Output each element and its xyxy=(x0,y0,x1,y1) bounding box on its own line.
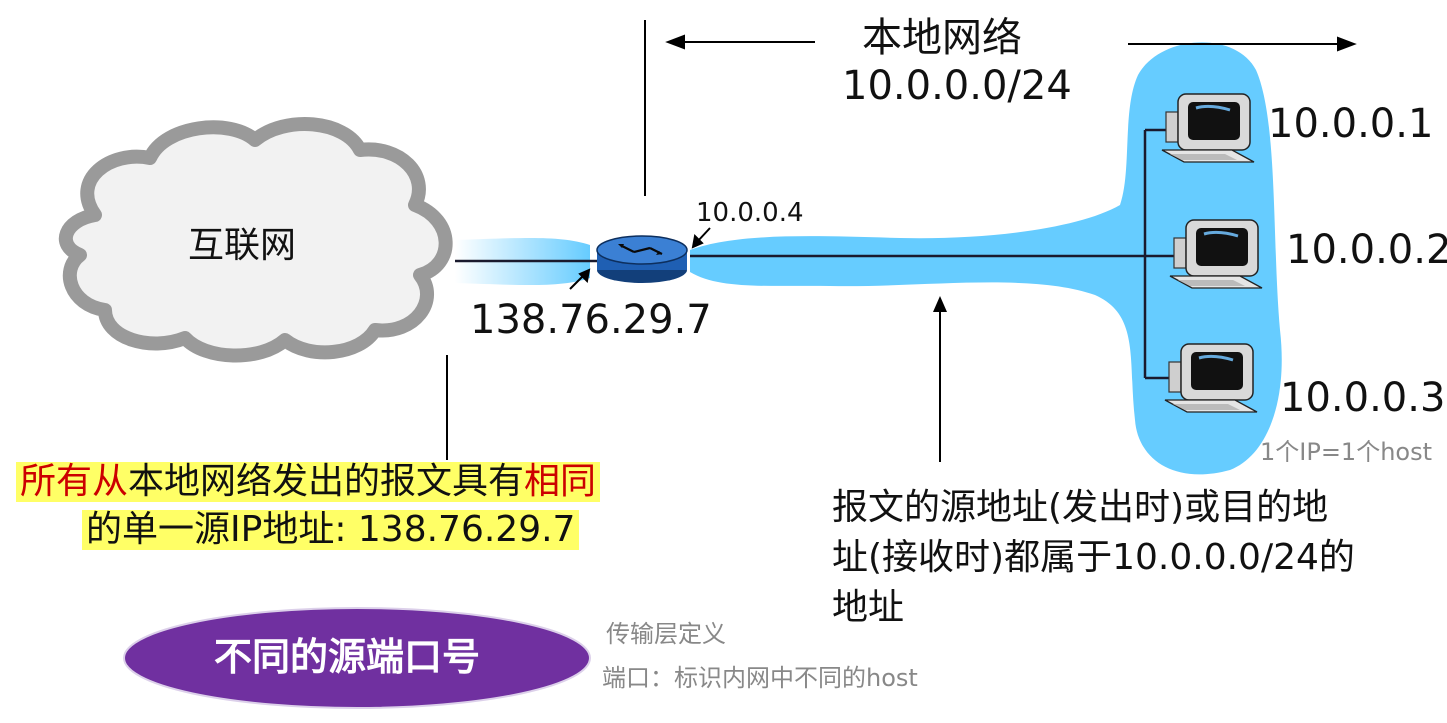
right-note-line1: 报文的源地址(发出时)或目的地 xyxy=(832,487,1329,528)
port-definition-note: 端口：标识内网中不同的host xyxy=(602,664,918,692)
router-icon xyxy=(596,235,688,283)
lan-title: 本地网络 xyxy=(862,15,1022,61)
right-note-line2: 址(接收时)都属于10.0.0.0/24的 xyxy=(832,537,1355,578)
left-note-emph-1: 所有从 xyxy=(20,461,129,502)
internet-cloud xyxy=(58,117,453,363)
host-ip-1: 10.0.0.1 xyxy=(1268,101,1434,147)
source-port-label: 不同的源端口号 xyxy=(214,635,481,679)
router-inner-ip: 10.0.0.4 xyxy=(696,198,804,228)
host-ip-3: 10.0.0.3 xyxy=(1280,375,1446,421)
internet-label: 互联网 xyxy=(188,225,297,266)
host-ip-2: 10.0.0.2 xyxy=(1286,227,1447,273)
right-note-line3: 地址 xyxy=(832,587,905,628)
left-note-mid: 本地网络发出的报文具有 xyxy=(128,461,525,502)
left-note-line1: 所有从本地网络发出的报文具有相同 xyxy=(16,461,601,502)
host-computer-3 xyxy=(1164,343,1258,413)
host-computer-2 xyxy=(1169,219,1263,289)
router-outer-ip: 138.76.29.7 xyxy=(470,297,712,343)
lan-extent-arrows xyxy=(665,34,1357,52)
interface-pointers xyxy=(569,227,711,290)
source-port-ellipse xyxy=(123,607,591,709)
host-computer-1 xyxy=(1161,93,1255,163)
right-note-pointer xyxy=(933,296,947,462)
lan-wiring xyxy=(690,128,1180,380)
lan-region xyxy=(690,42,1282,475)
transport-layer-note: 传输层定义 xyxy=(606,620,726,648)
lan-subnet: 10.0.0.0/24 xyxy=(842,63,1072,109)
left-note-line2: 的单一源IP地址: 138.76.29.7 xyxy=(82,510,580,550)
host-note: 1个IP=1个host xyxy=(1260,438,1433,466)
left-note-emph-2: 相同 xyxy=(524,461,597,502)
